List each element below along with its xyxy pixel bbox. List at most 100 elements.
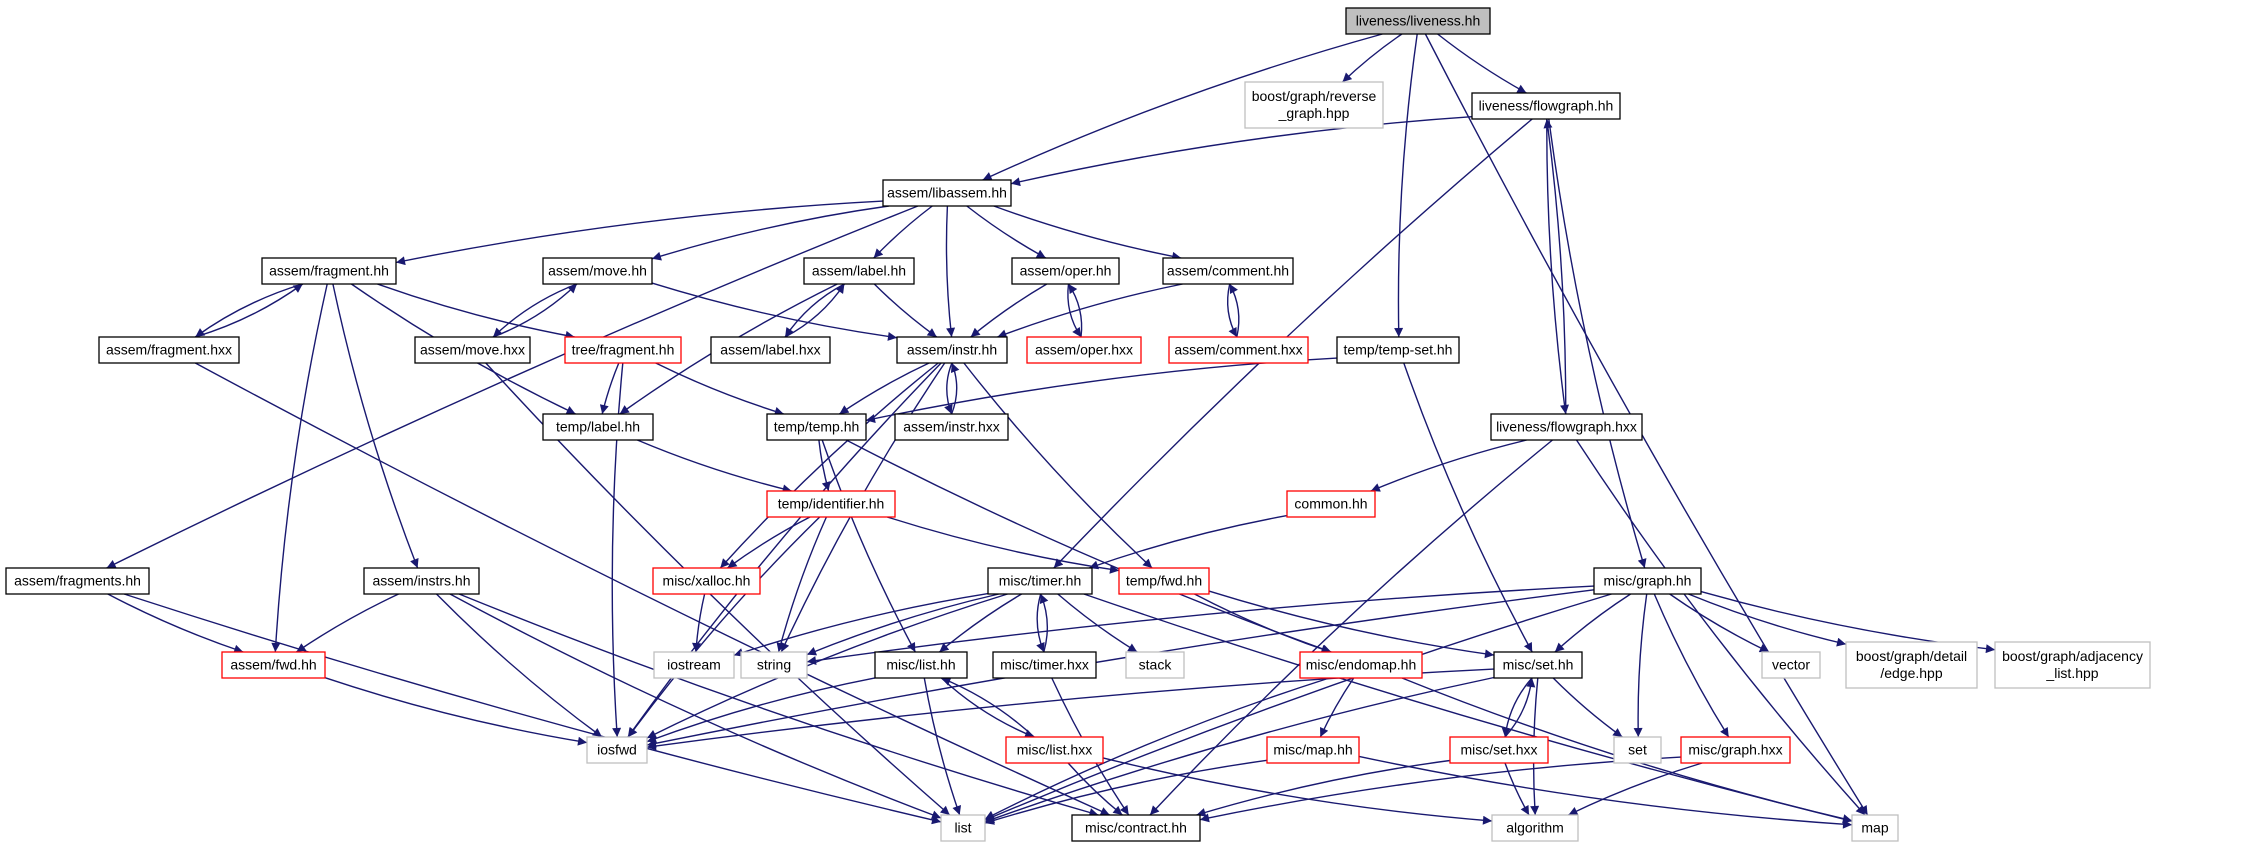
node-label-temp_label: temp/label.hh: [556, 419, 640, 435]
edge-timer_hh-to-iostream: [733, 592, 989, 657]
node-box-fragment_hh: [261, 257, 397, 285]
node-box-comment_hxx: [1168, 336, 1309, 364]
node-set_hxx[interactable]: misc/set.hxx: [1449, 736, 1549, 764]
node-oper_hh[interactable]: assem/oper.hh: [1011, 257, 1120, 285]
node-libassem[interactable]: assem/libassem.hh: [882, 179, 1012, 207]
node-temp_temp[interactable]: temp/temp.hh: [766, 413, 867, 441]
node-label-timer_hxx: misc/timer.hxx: [1000, 657, 1089, 673]
node-label_hh[interactable]: assem/label.hh: [803, 257, 915, 285]
node-comment_hh[interactable]: assem/comment.hh: [1162, 257, 1294, 285]
edge-temp_temp-to-list_hh: [821, 439, 916, 653]
edge-root-to-libassem: [982, 33, 1383, 181]
node-iosfwd: iosfwd: [586, 736, 648, 764]
edge-graph_hh-to-iosfwd: [646, 589, 1595, 748]
node-label-list: list: [954, 820, 971, 836]
node-temp_fwd[interactable]: temp/fwd.hh: [1118, 567, 1210, 595]
edge-fragment_hh-to-assem_fwd: [271, 283, 328, 653]
node-move_hxx[interactable]: assem/move.hxx: [414, 336, 531, 364]
node-instrs_hh[interactable]: assem/instrs.hh: [363, 567, 480, 595]
node-box-label_hxx: [710, 336, 831, 364]
node-label-oper_hh: assem/oper.hh: [1020, 263, 1112, 279]
node-box-list_hxx: [1005, 736, 1104, 764]
node-instr_hh[interactable]: assem/instr.hh: [896, 336, 1008, 364]
node-xalloc[interactable]: misc/xalloc.hh: [652, 567, 761, 595]
edge-graph_hh-to-graph_hxx: [1653, 593, 1730, 738]
node-label-flowgraph_hxx: liveness/flowgraph.hxx: [1496, 419, 1637, 435]
edge-oper_hh-to-oper_hxx: [1067, 283, 1082, 338]
node-temp_label[interactable]: temp/label.hh: [542, 413, 654, 441]
edge-list_hh-to-list: [923, 677, 962, 816]
node-assem_fwd[interactable]: assem/fwd.hh: [221, 651, 326, 679]
node-box-label_hh: [803, 257, 915, 285]
edge-temp_temp-to-endomap: [845, 439, 1332, 654]
node-common_hh[interactable]: common.hh: [1286, 490, 1376, 518]
node-label-root: liveness/liveness.hh: [1356, 13, 1481, 29]
edge-instr_hxx-to-instr_hh: [950, 362, 960, 415]
node-root[interactable]: liveness/liveness.hh: [1345, 7, 1491, 35]
node-timer_hxx[interactable]: misc/timer.hxx: [992, 651, 1097, 679]
node-label_hxx[interactable]: assem/label.hxx: [710, 336, 831, 364]
node-box-oper_hxx: [1026, 336, 1142, 364]
node-label-iosfwd: iosfwd: [597, 742, 637, 758]
edge-set_hh-to-set_hxx: [1501, 677, 1533, 738]
node-move_hh[interactable]: assem/move.hh: [542, 257, 653, 285]
edge-root-to-reverse_graph: [1342, 33, 1403, 83]
node-flowgraph_hh[interactable]: liveness/flowgraph.hh: [1471, 92, 1621, 120]
node-timer_hh[interactable]: misc/timer.hh: [987, 567, 1093, 595]
edge-xalloc-to-iostream: [692, 593, 706, 653]
edge-temp_set-to-set_hh: [1403, 362, 1533, 653]
node-list_hxx[interactable]: misc/list.hxx: [1005, 736, 1104, 764]
edge-libassem-to-move_hh: [651, 205, 889, 261]
node-graph_hxx[interactable]: misc/graph.hxx: [1680, 736, 1791, 764]
node-label-edge_hpp-1: /edge.hpp: [1880, 665, 1942, 681]
edge-instrs_hh-to-iosfwd: [436, 593, 603, 738]
node-flowgraph_hxx[interactable]: liveness/flowgraph.hxx: [1490, 413, 1643, 441]
node-set_hh[interactable]: misc/set.hh: [1493, 651, 1583, 679]
node-box-timer_hh: [987, 567, 1093, 595]
edge-identifier-to-string: [776, 516, 828, 653]
node-box-move_hxx: [414, 336, 531, 364]
node-box-oper_hh: [1011, 257, 1120, 285]
node-edge_hpp: boost/graph/detail/edge.hpp: [1845, 641, 1978, 689]
node-list_hh[interactable]: misc/list.hh: [874, 651, 968, 679]
node-box-temp_set: [1336, 336, 1460, 364]
node-vector: vector: [1761, 651, 1821, 679]
node-label-fragment_hh: assem/fragment.hh: [269, 263, 389, 279]
node-graph_hh[interactable]: misc/graph.hh: [1593, 567, 1702, 595]
node-identifier[interactable]: temp/identifier.hh: [766, 490, 896, 518]
node-label-comment_hh: assem/comment.hh: [1167, 263, 1289, 279]
node-algorithm: algorithm: [1491, 814, 1579, 842]
node-fragment_hh[interactable]: assem/fragment.hh: [261, 257, 397, 285]
node-label-iostream: iostream: [667, 657, 721, 673]
edge-tree_fragment-to-iosfwd: [611, 362, 624, 738]
node-label-reverse_graph-1: _graph.hpp: [1278, 105, 1350, 121]
node-comment_hxx[interactable]: assem/comment.hxx: [1168, 336, 1309, 364]
node-box-list: [940, 814, 986, 842]
node-fragment_hxx[interactable]: assem/fragment.hxx: [98, 336, 240, 364]
node-label-assem_fwd: assem/fwd.hh: [230, 657, 316, 673]
edge-libassem-to-fragments_hh: [106, 205, 919, 569]
edge-instrs_hh-to-contract: [458, 593, 1099, 817]
node-label-identifier: temp/identifier.hh: [778, 496, 885, 512]
edge-instrs_hh-to-list: [449, 593, 942, 820]
node-instr_hxx[interactable]: assem/instr.hxx: [894, 413, 1009, 441]
edge-libassem-to-instr_hh: [945, 205, 956, 338]
edge-list_hxx-to-list_hh: [941, 677, 1035, 738]
node-oper_hxx[interactable]: assem/oper.hxx: [1026, 336, 1142, 364]
node-label-adjacency-0: boost/graph/adjacency: [2002, 648, 2143, 664]
node-box-temp_fwd: [1118, 567, 1210, 595]
dependency-edges: [106, 33, 1996, 829]
node-fragments_hh[interactable]: assem/fragments.hh: [5, 567, 150, 595]
node-map: map: [1851, 814, 1899, 842]
node-endomap[interactable]: misc/endomap.hh: [1299, 651, 1423, 679]
edge-fragments_hh-to-list: [123, 593, 942, 825]
edge-move_hxx-to-move_hh: [492, 283, 578, 338]
node-temp_set[interactable]: temp/temp-set.hh: [1336, 336, 1460, 364]
node-tree_fragment[interactable]: tree/fragment.hh: [564, 336, 682, 364]
edge-assem_fwd-to-iosfwd: [324, 677, 588, 746]
node-map_hh[interactable]: misc/map.hh: [1266, 736, 1360, 764]
edge-move_hh-to-move_hxx: [492, 283, 578, 338]
node-box-endomap: [1299, 651, 1423, 679]
node-label-move_hxx: assem/move.hxx: [420, 342, 525, 358]
node-contract[interactable]: misc/contract.hh: [1071, 814, 1201, 842]
